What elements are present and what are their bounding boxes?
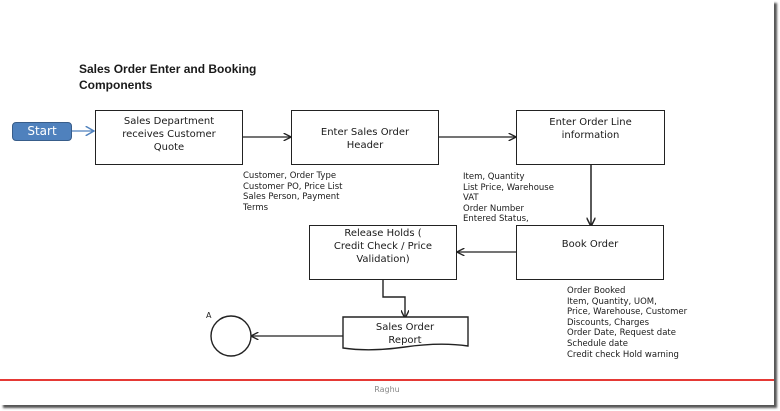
- note-line: Item, Quantity: [463, 172, 525, 182]
- box-release-holds[interactable]: Release Holds ( Credit Check / Price Val…: [309, 225, 457, 280]
- note-line: Discounts, Charges: [567, 317, 650, 328]
- diagram-title: Sales Order Enter and Booking Components: [79, 61, 256, 93]
- box-text: Enter Order Line: [549, 117, 632, 128]
- connector-a-label: A: [206, 311, 212, 320]
- box-text: Header: [346, 140, 384, 151]
- box-sales-department[interactable]: Sales Department receives Customer Quote: [95, 110, 243, 165]
- box-text: Release Holds (: [344, 228, 422, 239]
- box-text: Sales Order: [375, 322, 435, 333]
- note-line: Entered Status,: [463, 214, 529, 225]
- slide: Sales Order Enter and Booking Components…: [0, 61, 774, 394]
- start-terminator[interactable]: Start: [12, 122, 72, 141]
- note-line: Item, Quantity, UOM,: [567, 296, 657, 307]
- box-text: Validation): [356, 254, 410, 265]
- footer-author: Raghu: [374, 385, 400, 394]
- note-line: Order Date, Request date: [567, 328, 676, 339]
- box-enter-sales-order-header[interactable]: Enter Sales Order Header: [291, 110, 439, 165]
- note-line: Sales Person, Payment: [243, 192, 340, 203]
- note-line: Credit check Hold warning: [567, 349, 679, 360]
- note-line: Customer, Order Type: [243, 171, 337, 181]
- note-line: Schedule date: [567, 338, 628, 349]
- box-text: Credit Check / Price: [333, 241, 433, 252]
- box-text: Quote: [153, 142, 185, 153]
- box-text: Enter Sales Order: [320, 127, 410, 138]
- note-line: Terms: [243, 202, 269, 213]
- note-header-fields: Customer, Order Type Customer PO, Price …: [243, 171, 343, 213]
- note-booked-fields: Order Booked Item, Quantity, UOM, Price,…: [567, 286, 687, 360]
- box-text: Book Order: [561, 239, 619, 250]
- arrow-release-to-report: [382, 280, 405, 317]
- note-line: Price, Warehouse, Customer: [567, 307, 688, 318]
- box-text: receives Customer: [122, 129, 216, 140]
- note-line-fields: Item, Quantity List Price, Warehouse VAT…: [463, 172, 554, 225]
- connector-a-circle: [210, 315, 252, 357]
- note-line: Order Booked: [567, 286, 626, 296]
- note-line: List Price, Warehouse: [463, 182, 554, 193]
- footer-divider: [0, 379, 774, 381]
- box-enter-order-line[interactable]: Enter Order Line information: [516, 110, 665, 165]
- note-line: Order Number: [463, 203, 525, 214]
- box-text: Report: [388, 335, 422, 346]
- box-text: information: [561, 130, 620, 141]
- note-line: VAT: [463, 193, 479, 204]
- title-line-2: Components: [79, 78, 153, 92]
- note-line: Customer PO, Price List: [243, 181, 343, 192]
- sales-order-report-label[interactable]: Sales Order Report: [345, 321, 465, 347]
- box-text: Sales Department: [123, 116, 215, 127]
- box-book-order[interactable]: Book Order: [516, 225, 664, 280]
- title-line-1: Sales Order Enter and Booking: [79, 62, 257, 76]
